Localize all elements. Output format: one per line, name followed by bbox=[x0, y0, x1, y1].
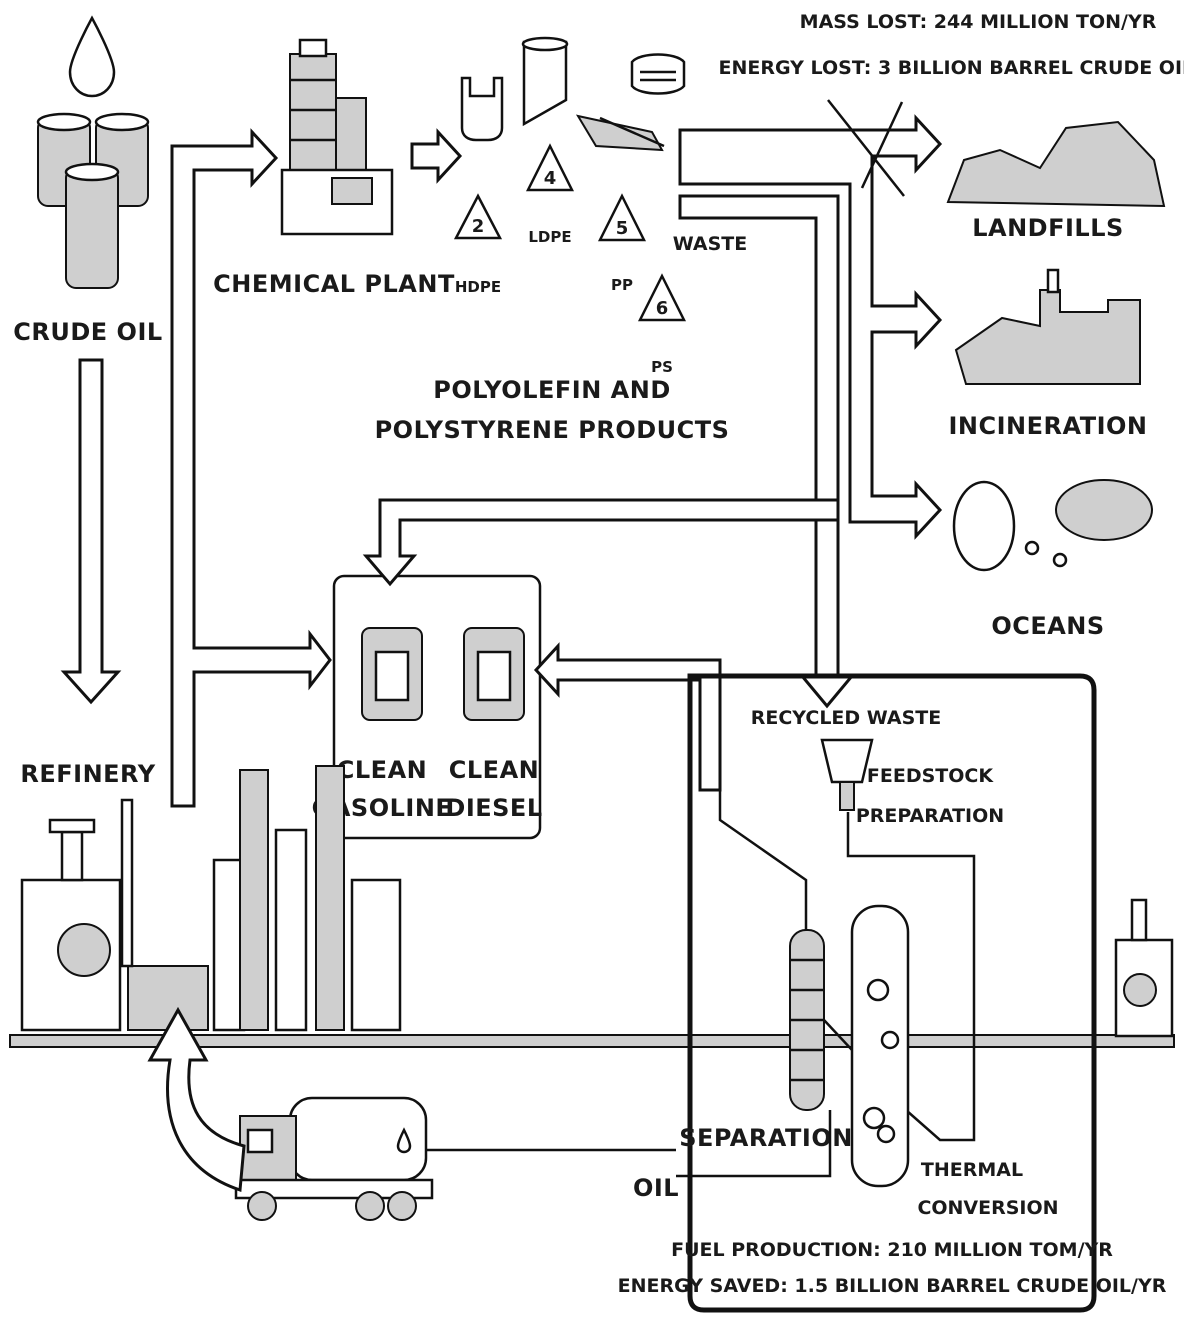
landfills-label: LANDFILLS bbox=[972, 214, 1124, 242]
recycle-code-hdpe-number: 2 bbox=[472, 216, 485, 237]
column-to-fuel-line bbox=[720, 790, 806, 930]
thermal-label-line1: THERMAL bbox=[921, 1159, 1023, 1181]
jerry-can-diesel-icon bbox=[464, 628, 524, 720]
mass-lost-text: MASS LOST: 244 MILLION TON/YR bbox=[800, 11, 1157, 33]
ocean-wildlife-icon bbox=[954, 480, 1152, 570]
recycle-code-ldpe-label: LDPE bbox=[528, 228, 571, 246]
thermal-reactor-icon bbox=[852, 906, 908, 1186]
recycle-code-ldpe: 4 LDPE bbox=[528, 146, 572, 246]
recycle-code-ps-label: PS bbox=[651, 358, 673, 376]
face-mask-icon bbox=[632, 55, 684, 94]
landfill-icon bbox=[948, 122, 1164, 206]
oil-barrels-icon bbox=[38, 114, 148, 288]
plastic-pipes-icon bbox=[578, 116, 664, 150]
recycle-code-hdpe: 2 HDPE bbox=[455, 196, 501, 296]
plant-to-products-arrow bbox=[412, 132, 460, 180]
waste-label: WASTE bbox=[673, 233, 747, 255]
crude-oil-label: CRUDE OIL bbox=[13, 318, 162, 346]
diesel-label-line1: CLEAN bbox=[449, 756, 539, 784]
fuel-return-pipe bbox=[366, 500, 838, 584]
energy-lost-text: ENERGY LOST: 3 BILLION BARREL CRUDE OIL/… bbox=[719, 57, 1184, 79]
plastic-film-roll-icon bbox=[523, 38, 567, 124]
pipeline-valve-icon bbox=[1116, 900, 1172, 1036]
products-caption-line1: POLYOLEFIN AND bbox=[433, 376, 671, 404]
recycle-code-pp-label: PP bbox=[611, 276, 633, 294]
recycle-code-ps: 6 PS bbox=[640, 276, 684, 376]
feedstock-label-line2: PREPARATION bbox=[856, 805, 1004, 827]
gasoline-label-line1: CLEAN bbox=[337, 756, 427, 784]
incineration-icon bbox=[956, 270, 1140, 384]
feedstock-label-line1: FEEDSTOCK bbox=[867, 765, 994, 787]
crude-to-refinery-arrow bbox=[64, 360, 118, 702]
recycle-code-ps-number: 6 bbox=[656, 298, 669, 319]
oil-drop-icon bbox=[70, 18, 114, 96]
recycle-code-ldpe-number: 4 bbox=[544, 168, 557, 189]
waste-pipe bbox=[680, 118, 940, 706]
refinery-plant-icon bbox=[22, 766, 400, 1030]
recycle-code-pp-number: 5 bbox=[616, 218, 629, 239]
jerry-can-gasoline-icon bbox=[362, 628, 422, 720]
recycle-code-pp: 5 PP bbox=[600, 196, 644, 294]
thermal-label-line2: CONVERSION bbox=[917, 1197, 1058, 1219]
oil-label: OIL bbox=[633, 1174, 679, 1202]
chemical-plant-icon bbox=[282, 40, 392, 234]
refinery-label: REFINERY bbox=[20, 760, 155, 788]
tanker-truck-icon bbox=[236, 1098, 432, 1220]
recycled-waste-label: RECYCLED WASTE bbox=[751, 707, 941, 729]
recycle-code-hdpe-label: HDPE bbox=[455, 278, 501, 296]
energy-saved-text: ENERGY SAVED: 1.5 BILLION BARREL CRUDE O… bbox=[618, 1275, 1167, 1297]
diesel-label-line2: DIESEL bbox=[445, 794, 542, 822]
plastic-bag-icon bbox=[462, 78, 502, 140]
chemical-plant-label: CHEMICAL PLANT bbox=[213, 270, 455, 298]
incineration-label: INCINERATION bbox=[948, 412, 1147, 440]
oceans-label: OCEANS bbox=[991, 612, 1104, 640]
products-caption-line2: POLYSTYRENE PRODUCTS bbox=[375, 416, 730, 444]
fuel-production-text: FUEL PRODUCTION: 210 MILLION TOM/YR bbox=[671, 1239, 1113, 1261]
separation-column-icon bbox=[790, 930, 824, 1110]
feedstock-hopper-icon bbox=[822, 740, 872, 810]
separation-label: SEPARATION bbox=[679, 1124, 853, 1152]
